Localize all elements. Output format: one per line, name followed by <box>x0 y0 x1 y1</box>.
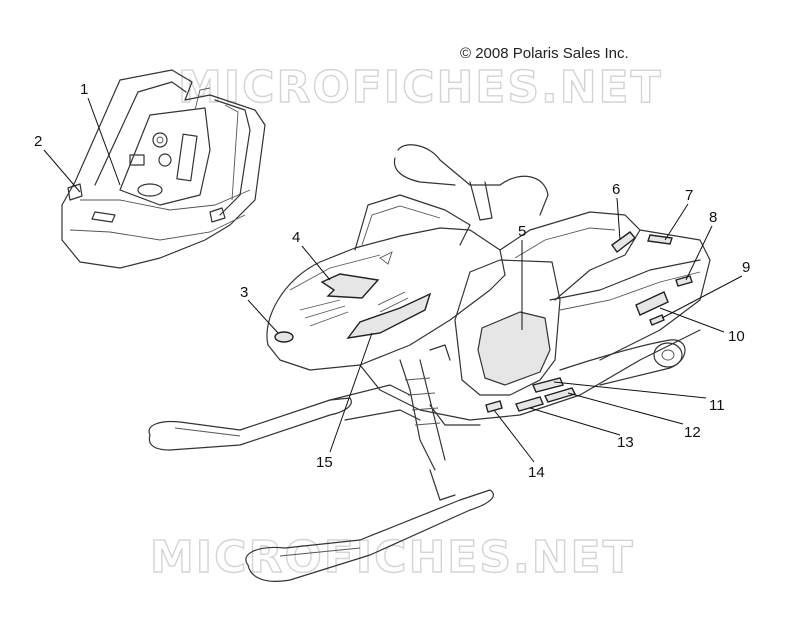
callout-13: 13 <box>617 434 634 451</box>
leader-lines <box>43 97 743 463</box>
callout-11: 11 <box>709 397 725 414</box>
watermark-top: MICROFICHES.NET <box>178 62 663 113</box>
callout-7: 7 <box>685 187 693 204</box>
callout-2: 2 <box>34 133 42 150</box>
callout-labels: 1 2 3 4 5 6 7 8 9 10 11 12 13 14 15 <box>34 81 750 481</box>
decal-10 <box>635 291 669 316</box>
callout-10: 10 <box>728 328 745 345</box>
decal-13 <box>515 396 544 412</box>
decal-15 <box>346 292 432 339</box>
callout-1: 1 <box>80 81 88 98</box>
watermark-bottom: MICROFICHES.NET <box>150 532 635 583</box>
inset-hood-rear-view <box>61 69 266 269</box>
snowmobile-main-view <box>148 144 711 582</box>
decal-8 <box>675 275 693 287</box>
callout-15: 15 <box>316 454 333 471</box>
decal-12 <box>544 387 576 403</box>
decal-7 <box>647 234 673 245</box>
decal-11 <box>532 377 564 393</box>
decal-4 <box>320 273 380 299</box>
callout-14: 14 <box>528 464 545 481</box>
callout-6: 6 <box>612 181 620 198</box>
decal-3 <box>274 331 294 343</box>
callout-5: 5 <box>518 223 526 240</box>
decal-6 <box>611 231 637 254</box>
callout-4: 4 <box>292 229 300 246</box>
callout-3: 3 <box>240 284 248 301</box>
callout-9: 9 <box>742 259 750 276</box>
copyright-notice: © 2008 Polaris Sales Inc. <box>460 45 629 62</box>
callout-8: 8 <box>709 209 717 226</box>
callout-12: 12 <box>684 424 701 441</box>
decal-9 <box>649 314 665 326</box>
decal-14 <box>485 400 503 413</box>
